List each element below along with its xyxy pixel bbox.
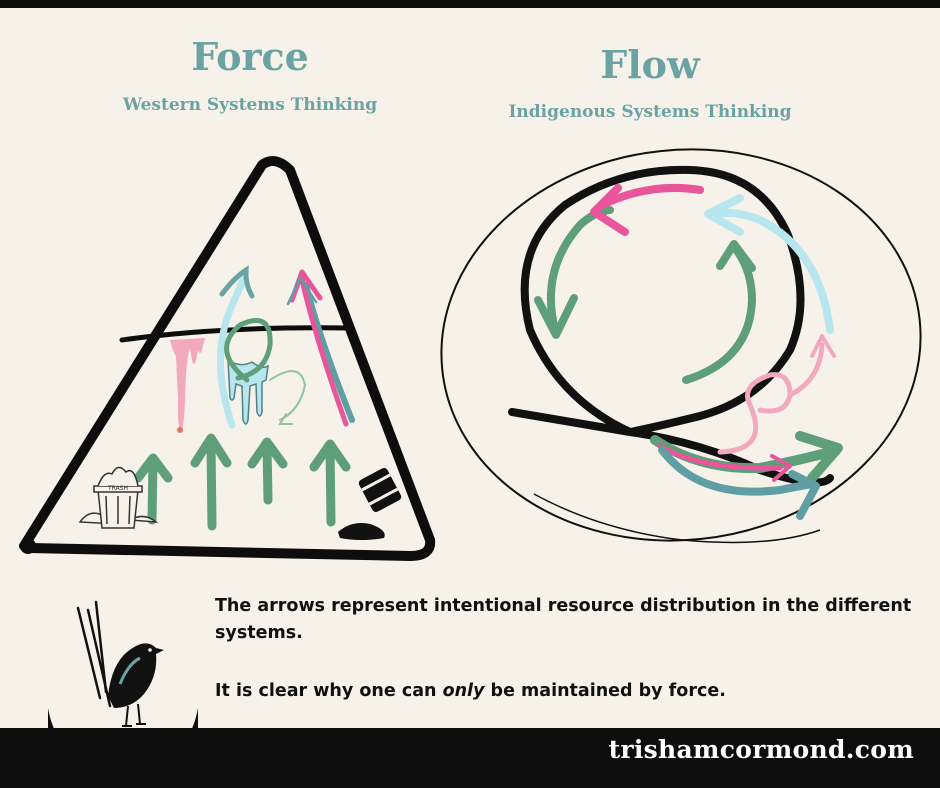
force-upper-arrows: [216, 265, 355, 429]
top-bar: [0, 0, 940, 8]
flow-light-blue-arrow: [704, 194, 834, 334]
flow-outer-ellipse: [440, 148, 922, 544]
force-green-arrows: [133, 433, 351, 531]
bottom-bar: [0, 728, 940, 788]
force-triangle: [19, 156, 436, 561]
website-link[interactable]: trishamcormond.com: [608, 735, 914, 764]
caption-line-1: The arrows represent intentional resourc…: [215, 596, 912, 643]
oil-barrel-icon: [338, 468, 402, 540]
flow-subtitle: Indigenous Systems Thinking: [508, 102, 792, 122]
flow-bottom-arrows: [650, 431, 843, 520]
systems-diagram: TRASH: [19, 148, 922, 561]
drip-pink-icon: [170, 338, 205, 433]
flow-green-right-arrow: [682, 240, 756, 384]
caption-line-2-start: It is clear why one can: [215, 681, 443, 701]
caption-emphasis: only: [442, 681, 485, 701]
force-subtitle: Western Systems Thinking: [122, 95, 378, 115]
flow-pink-top-arrow: [590, 183, 704, 236]
caption-line-2-end: be maintained by force.: [484, 681, 726, 701]
force-title: Force: [191, 34, 309, 79]
flow-green-left-arrow: [534, 206, 614, 339]
caption-line-2: It is clear why one can only be maintain…: [215, 678, 915, 705]
trash-can-icon: TRASH: [78, 466, 159, 529]
flow-title: Flow: [600, 42, 700, 87]
trash-label: TRASH: [107, 485, 128, 492]
flow-pink-curl-arrow: [717, 334, 836, 455]
